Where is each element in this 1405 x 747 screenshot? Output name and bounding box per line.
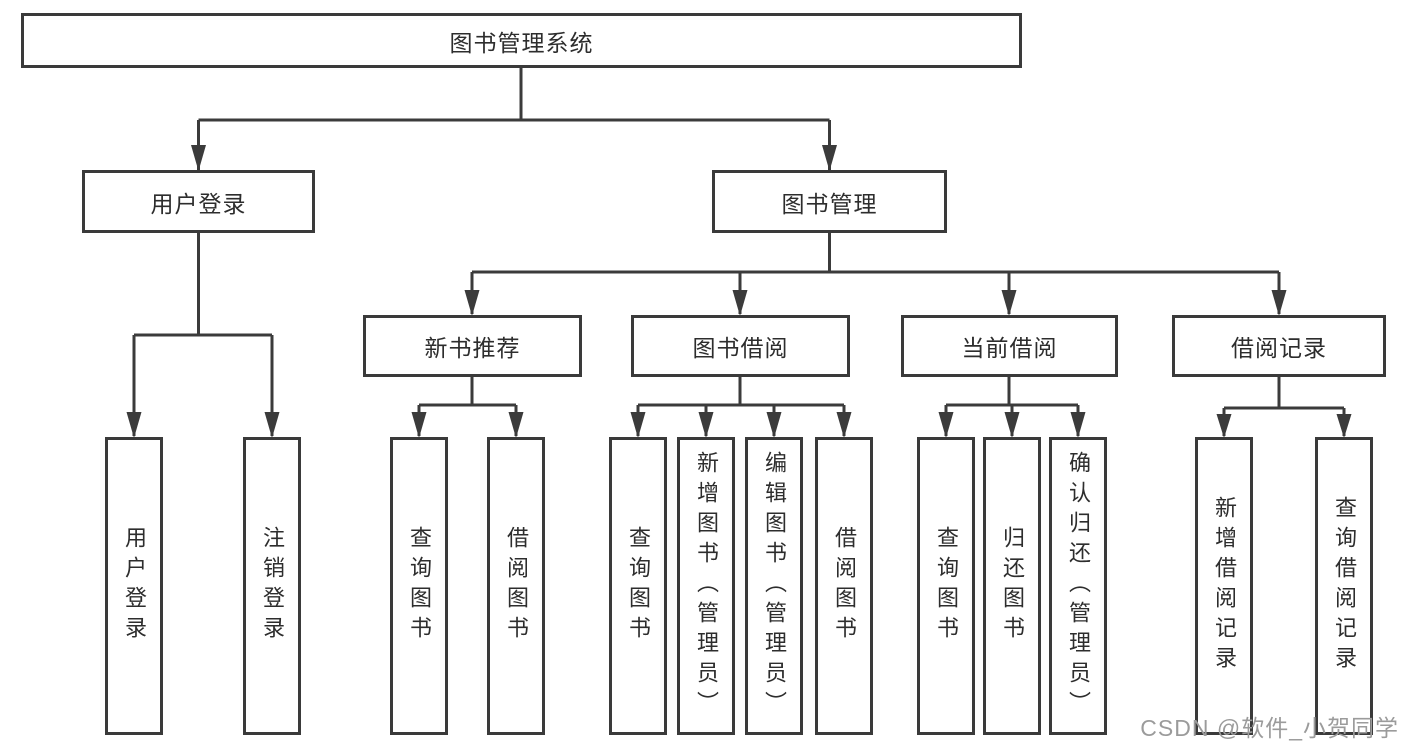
- leaf-query-book-3-label: 查询图书: [934, 526, 959, 646]
- arrowhead: [732, 290, 748, 316]
- edge-newbookrec-branch: [417, 377, 518, 436]
- node-borrow-records-label: 借阅记录: [1231, 335, 1327, 361]
- arrowhead: [1070, 412, 1086, 438]
- node-book-borrow-label: 图书借阅: [692, 335, 789, 361]
- leaf-query-book-1-label: 查询图书: [407, 526, 432, 646]
- arrowhead: [411, 412, 427, 438]
- leaf-query-book-1: 查询图书: [390, 437, 448, 735]
- leaf-add-record-label: 新增借阅记录: [1212, 496, 1237, 676]
- leaf-logout-label: 注销登录: [260, 526, 285, 646]
- arrowhead: [1216, 414, 1232, 438]
- leaf-query-book-2: 查询图书: [609, 437, 667, 735]
- leaf-add-record: 新增借阅记录: [1195, 437, 1253, 735]
- arrowhead: [464, 290, 480, 316]
- node-root-label: 图书管理系统: [449, 29, 594, 56]
- node-current-borrow-label: 当前借阅: [961, 335, 1058, 361]
- arrowhead: [508, 412, 524, 438]
- arrowhead: [938, 412, 954, 438]
- arrowhead: [822, 145, 837, 171]
- leaf-user-login: 用户登录: [105, 437, 163, 735]
- leaf-query-book-3: 查询图书: [917, 437, 975, 735]
- node-user-login-label: 用户登录: [150, 190, 247, 217]
- edge-root-to-level2: [197, 68, 831, 170]
- node-book-mgmt: 图书管理: [712, 170, 947, 233]
- node-current-borrow: 当前借阅: [901, 315, 1118, 377]
- leaf-borrow-book-2-label: 借阅图书: [832, 526, 857, 646]
- leaf-confirm-return-label: 确认归还（管理员）: [1066, 451, 1091, 721]
- leaf-user-login-label: 用户登录: [122, 526, 147, 646]
- leaf-return-book-label: 归还图书: [1000, 526, 1025, 646]
- leaf-borrow-book-2: 借阅图书: [815, 437, 873, 735]
- arrowhead: [264, 412, 280, 438]
- leaf-borrow-book-1-label: 借阅图书: [504, 526, 529, 646]
- leaf-query-record: 查询借阅记录: [1315, 437, 1373, 735]
- node-new-book-rec: 新书推荐: [363, 315, 582, 377]
- node-new-book-rec-label: 新书推荐: [424, 335, 521, 361]
- arrowhead: [126, 412, 142, 438]
- arrowhead: [191, 145, 206, 171]
- leaf-add-book-label: 新增图书（管理员）: [694, 451, 719, 721]
- arrowhead: [1004, 412, 1020, 438]
- leaf-query-book-2-label: 查询图书: [626, 526, 651, 646]
- leaf-logout: 注销登录: [243, 437, 301, 735]
- csdn-watermark: CSDN @软件_小贺同学: [1140, 715, 1399, 741]
- leaf-query-record-label: 查询借阅记录: [1332, 496, 1357, 676]
- arrowhead: [698, 412, 714, 438]
- leaf-edit-book-label: 编辑图书（管理员）: [762, 451, 787, 721]
- edge-bookborrow-branch: [636, 377, 846, 436]
- leaf-borrow-book-1: 借阅图书: [487, 437, 545, 735]
- edge-bookmgmt-branch: [470, 233, 1281, 314]
- leaf-add-book: 新增图书（管理员）: [677, 437, 735, 735]
- node-user-login: 用户登录: [82, 170, 315, 233]
- arrowhead: [1001, 290, 1017, 316]
- arrowhead: [630, 412, 646, 438]
- arrowhead: [836, 412, 852, 438]
- leaf-edit-book: 编辑图书（管理员）: [745, 437, 803, 735]
- arrowhead: [766, 412, 782, 438]
- arrowhead: [1336, 414, 1352, 438]
- edge-userlogin-branch: [132, 233, 274, 436]
- arrowhead: [1271, 290, 1287, 316]
- node-borrow-records: 借阅记录: [1172, 315, 1386, 377]
- leaf-confirm-return: 确认归还（管理员）: [1049, 437, 1107, 735]
- node-book-borrow: 图书借阅: [631, 315, 850, 377]
- node-root: 图书管理系统: [21, 13, 1022, 68]
- leaf-return-book: 归还图书: [983, 437, 1041, 735]
- edge-borrowrecords-branch: [1222, 377, 1346, 436]
- node-book-mgmt-label: 图书管理: [781, 190, 878, 217]
